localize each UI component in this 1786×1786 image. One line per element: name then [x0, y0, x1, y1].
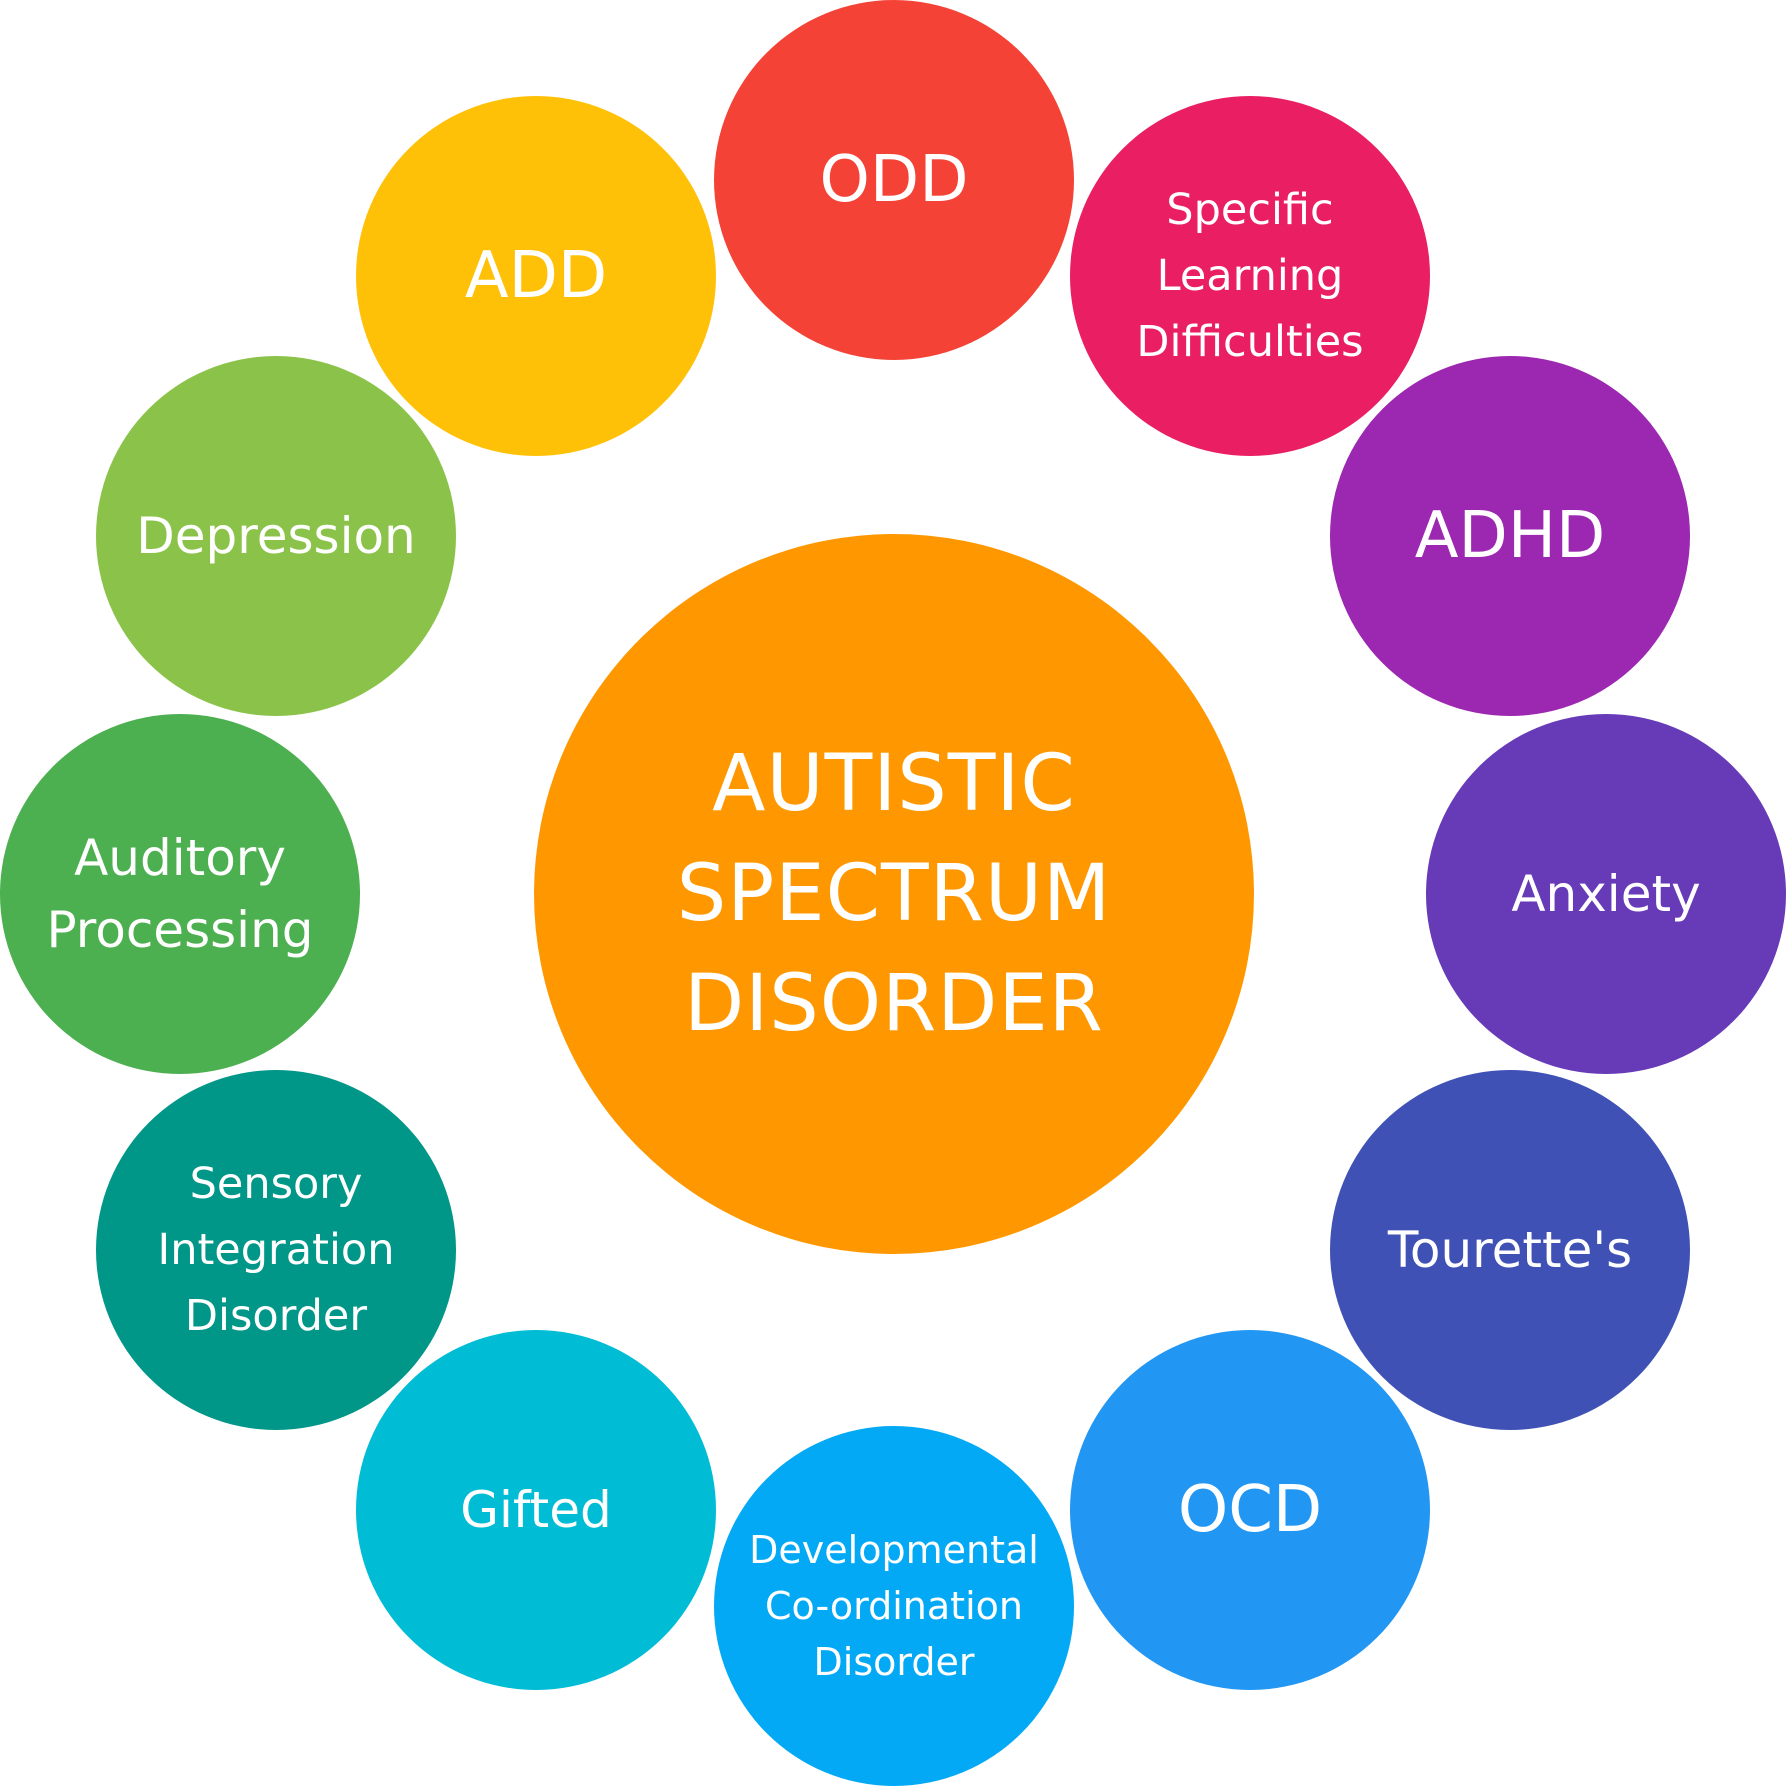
circle-label: Tourette's — [1387, 1221, 1633, 1279]
circle-gifted: Gifted — [356, 1330, 716, 1690]
circle-adhd: ADHD — [1330, 356, 1690, 716]
circle-tourettes: Tourette's — [1330, 1070, 1690, 1430]
circle-label: ADD — [464, 239, 608, 313]
center-label: AUTISTIC SPECTRUM DISORDER — [676, 739, 1112, 1049]
circle-label: Auditory Processing — [46, 829, 314, 959]
circle-specific-learning-difficulties: Specific Learning Difficulties — [1070, 96, 1430, 456]
circle-depression: Depression — [96, 356, 456, 716]
center-circle-autistic-spectrum-disorder: AUTISTIC SPECTRUM DISORDER — [534, 534, 1254, 1254]
circle-odd: ODD — [714, 0, 1074, 360]
circle-label: Anxiety — [1511, 865, 1701, 923]
circle-label: OCD — [1177, 1473, 1323, 1547]
circle-label: Specific Learning Difficulties — [1136, 185, 1364, 367]
circle-label: Depression — [136, 507, 416, 565]
circle-add: ADD — [356, 96, 716, 456]
circle-label: Sensory Integration Disorder — [157, 1159, 395, 1341]
circle-label: Gifted — [460, 1481, 612, 1539]
circle-auditory-processing: Auditory Processing — [0, 714, 360, 1074]
circle-anxiety: Anxiety — [1426, 714, 1786, 1074]
circle-label: ODD — [819, 143, 969, 217]
circle-label: Developmental Co-ordination Disorder — [749, 1528, 1039, 1684]
circle-ocd: OCD — [1070, 1330, 1430, 1690]
circle-sensory-integration-disorder: Sensory Integration Disorder — [96, 1070, 456, 1430]
circle-label: ADHD — [1414, 499, 1606, 573]
circle-developmental-coordination-disorder: Developmental Co-ordination Disorder — [714, 1426, 1074, 1786]
